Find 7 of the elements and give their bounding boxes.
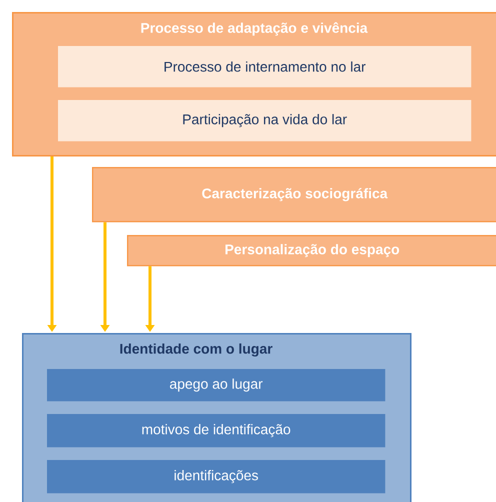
- text-box: Participação na vida do lar: [58, 100, 472, 142]
- label-band: Personalização do espaço: [127, 235, 496, 266]
- item-box: identificações: [47, 460, 386, 494]
- label-band: Caracterização sociográfica: [92, 167, 496, 222]
- item-box: apego ao lugar: [47, 369, 386, 402]
- item-box: motivos de identificação: [47, 414, 386, 448]
- text-box: Processo de internamento no lar: [58, 46, 472, 88]
